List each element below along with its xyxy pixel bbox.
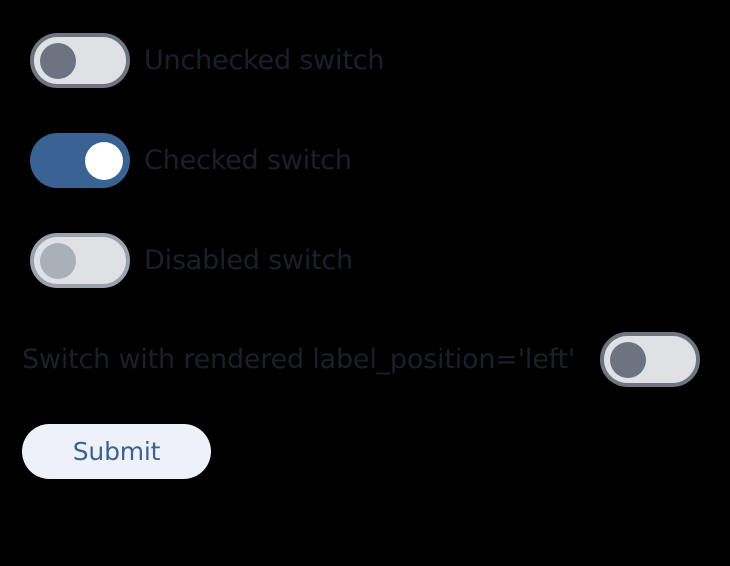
disabled-switch-label: Disabled switch <box>144 244 354 276</box>
switch-knob-icon <box>85 141 123 180</box>
checked-switch-toggle[interactable] <box>30 133 130 188</box>
disabled-switch-toggle <box>30 233 130 288</box>
switch-row-unchecked: Unchecked switch <box>30 33 384 88</box>
left-label-switch-toggle[interactable] <box>600 332 700 387</box>
submit-button[interactable]: Submit <box>22 424 211 479</box>
switch-knob-icon <box>40 242 76 279</box>
switch-row-checked: Checked switch <box>30 133 352 188</box>
left-label-switch-label: Switch with rendered label_position='lef… <box>22 343 576 375</box>
unchecked-switch-label: Unchecked switch <box>144 44 385 76</box>
switch-row-left-label: Switch with rendered label_position='lef… <box>22 332 700 387</box>
switch-knob-icon <box>40 42 76 79</box>
checked-switch-label: Checked switch <box>144 144 352 176</box>
switch-knob-icon <box>610 341 646 378</box>
switch-row-disabled: Disabled switch <box>30 233 353 288</box>
unchecked-switch-toggle[interactable] <box>30 33 130 88</box>
